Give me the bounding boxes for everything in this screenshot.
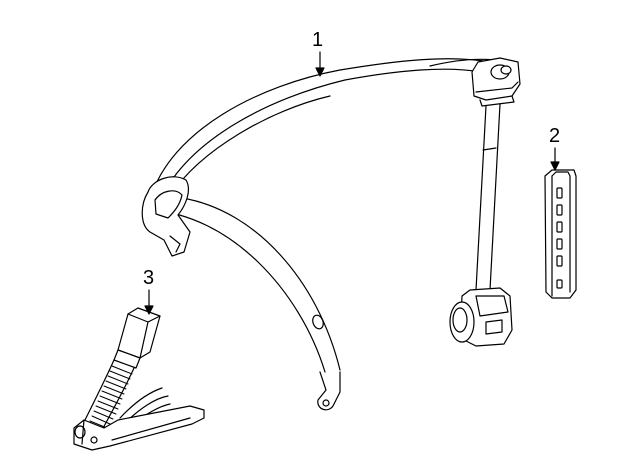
belt-retractor bbox=[449, 287, 513, 347]
buckle-assembly bbox=[73, 307, 205, 451]
callout-label-3: 3 bbox=[143, 267, 155, 289]
callout-label-1: 1 bbox=[312, 29, 324, 51]
callout-label-2: 2 bbox=[549, 125, 561, 147]
d-ring-guide bbox=[141, 176, 191, 257]
upper-anchor-bolt bbox=[471, 57, 521, 107]
belt-webbing-lower bbox=[149, 197, 341, 411]
adjuster-rail bbox=[544, 169, 577, 299]
belt-webbing-upper bbox=[149, 58, 496, 206]
callout-arrows bbox=[144, 51, 560, 315]
belt-vertical-strap bbox=[475, 103, 501, 291]
